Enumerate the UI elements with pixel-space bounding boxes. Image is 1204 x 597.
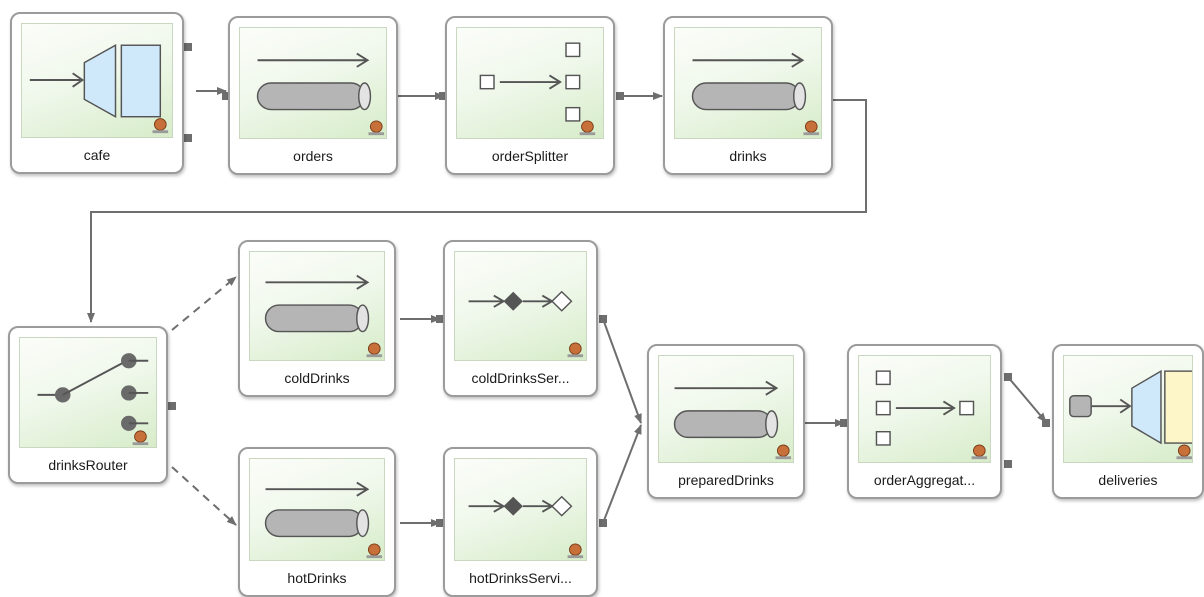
- orders-port-in: [222, 92, 230, 100]
- order-aggregator-icon-area: [858, 355, 991, 463]
- node-cold-drinks-service[interactable]: coldDrinksSer...: [443, 240, 598, 397]
- hotservice-port-in: [436, 519, 444, 527]
- aggregator-port-in: [840, 419, 848, 427]
- channel-pipe-icon: [673, 380, 792, 460]
- splitter-port-out: [616, 92, 624, 100]
- deliveries-port-in: [1042, 419, 1050, 427]
- drinks-label: drinks: [729, 148, 767, 164]
- gateway-icon: [29, 44, 169, 134]
- connector-coldservice-prepared: [602, 318, 642, 424]
- node-cold-drinks[interactable]: coldDrinks: [238, 240, 396, 397]
- channel-pipe-icon: [264, 481, 383, 559]
- connector-router-hot: [171, 466, 237, 526]
- node-order-aggregator[interactable]: orderAggregat...: [847, 344, 1002, 499]
- node-hot-drinks[interactable]: hotDrinks: [238, 447, 396, 597]
- order-aggregator-label: orderAggregat...: [873, 472, 976, 488]
- hot-drinks-icon-area: [249, 458, 385, 561]
- node-drinks[interactable]: drinks: [663, 16, 833, 175]
- aggregator-port-out-top: [1004, 373, 1012, 381]
- cold-drinks-service-label: coldDrinksSer...: [471, 370, 570, 386]
- cafe-label: cafe: [83, 147, 111, 163]
- node-hot-drinks-service[interactable]: hotDrinksServi...: [443, 447, 598, 597]
- cafe-icon-area: [21, 23, 173, 138]
- cold-drinks-label: coldDrinks: [284, 370, 350, 386]
- deliveries-label: deliveries: [1098, 472, 1158, 488]
- prepared-drinks-label: preparedDrinks: [678, 472, 774, 488]
- splitter-port-in: [439, 92, 447, 100]
- order-splitter-icon-area: [456, 27, 604, 139]
- node-prepared-drinks[interactable]: preparedDrinks: [647, 344, 805, 499]
- cafe-port-bottom: [184, 134, 192, 142]
- node-order-splitter[interactable]: orderSplitter: [445, 16, 615, 175]
- connector-hotservice-prepared: [602, 424, 642, 524]
- channel-pipe-icon: [256, 52, 385, 136]
- connector-aggregator-deliveries: [1007, 376, 1047, 423]
- cafe-port-top: [184, 43, 192, 51]
- drinks-router-icon-area: [19, 337, 157, 448]
- hot-drinks-label: hotDrinks: [287, 570, 347, 586]
- hot-drinks-service-icon-area: [454, 458, 587, 561]
- splitter-icon: [479, 42, 596, 136]
- service-activator-icon: [468, 290, 584, 358]
- orders-icon-area: [239, 27, 387, 139]
- node-cafe[interactable]: cafe: [10, 12, 184, 174]
- cold-drinks-icon-area: [249, 251, 385, 361]
- aggregator-port-out-bottom: [1004, 460, 1012, 468]
- drinks-router-label: drinksRouter: [48, 457, 128, 473]
- hot-drinks-service-label: hotDrinksServi...: [469, 570, 572, 586]
- connector-router-cold: [171, 276, 237, 331]
- node-drinks-router[interactable]: drinksRouter: [8, 326, 168, 484]
- deliveries-icon-area: [1063, 355, 1193, 463]
- aggregator-icon: [875, 370, 988, 460]
- coldservice-port-out: [599, 315, 607, 323]
- connector-drinks-router: [87, 99, 867, 323]
- node-deliveries[interactable]: deliveries: [1052, 344, 1204, 499]
- cold-drinks-service-icon-area: [454, 251, 587, 361]
- coldservice-port-in: [436, 315, 444, 323]
- order-splitter-label: orderSplitter: [491, 148, 569, 164]
- outbound-adapter-icon: [1069, 369, 1192, 460]
- orders-label: orders: [293, 148, 333, 164]
- node-orders[interactable]: orders: [228, 16, 398, 175]
- router-switch-icon: [37, 353, 149, 446]
- hotservice-port-out: [599, 519, 607, 527]
- prepared-drinks-icon-area: [658, 355, 794, 463]
- channel-pipe-icon: [264, 274, 383, 358]
- router-port-out: [168, 402, 176, 410]
- service-activator-icon: [468, 495, 584, 559]
- drinks-icon-area: [674, 27, 822, 139]
- channel-pipe-icon: [691, 52, 820, 136]
